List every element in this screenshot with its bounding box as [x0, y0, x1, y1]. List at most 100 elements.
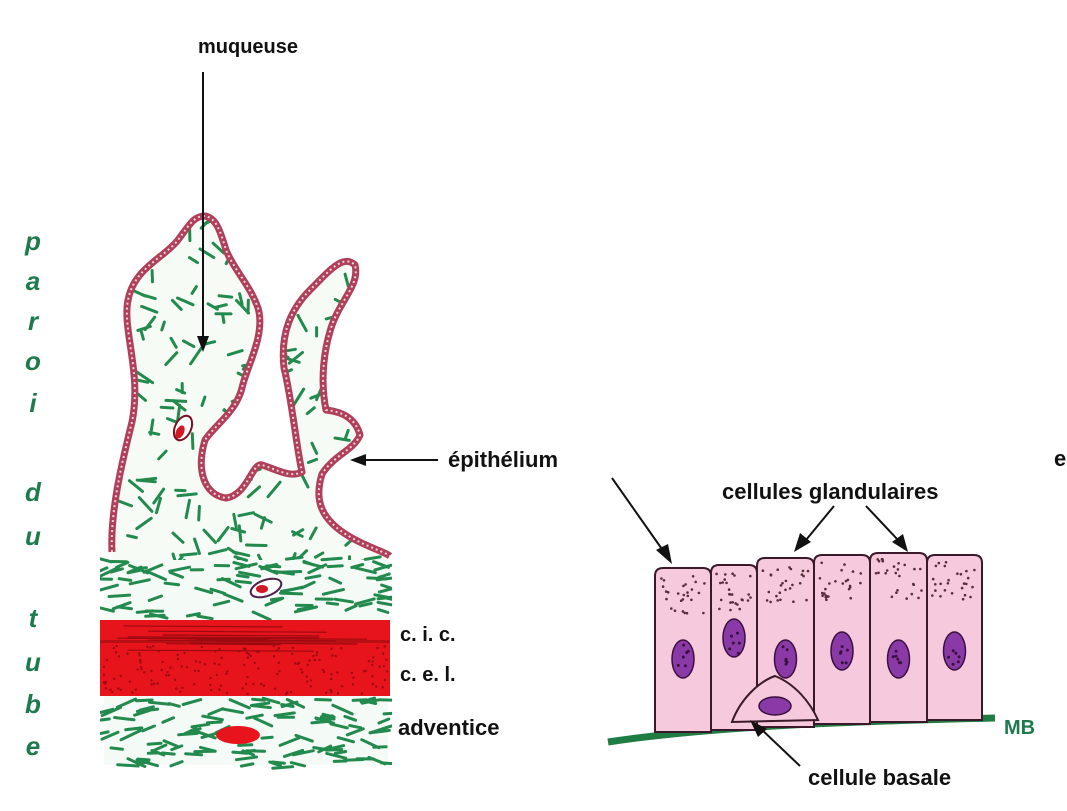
chromatin — [845, 648, 849, 652]
fiber — [211, 241, 226, 255]
fiber — [221, 313, 226, 324]
muscle-dot — [331, 654, 334, 657]
fiber — [142, 563, 164, 574]
fiber — [344, 604, 358, 612]
muscle-dot — [180, 665, 183, 668]
secretion-granule — [798, 582, 802, 585]
muscle-dot — [197, 669, 200, 673]
fiber — [284, 555, 304, 561]
secretion-granule — [841, 582, 845, 585]
secretion-granule — [939, 582, 942, 586]
secretion-granule — [697, 591, 701, 595]
fiber — [217, 294, 234, 299]
chromatin — [840, 645, 844, 649]
muscle-dot — [315, 653, 318, 657]
fiber — [119, 729, 142, 742]
secretion-granule — [731, 601, 734, 604]
muscle-dot — [294, 662, 297, 665]
muscle-dot — [291, 646, 294, 649]
fiber — [287, 257, 293, 280]
fiber — [117, 577, 133, 582]
muscle-dot — [272, 655, 276, 658]
title-letter: t — [29, 603, 39, 633]
fiber — [345, 727, 365, 737]
muscle-dot — [179, 690, 182, 693]
muscle-dot — [316, 651, 319, 654]
fiber — [169, 336, 178, 349]
muscle-dot — [383, 645, 386, 648]
muscle-separation — [100, 640, 390, 643]
muscle-dot — [350, 671, 353, 674]
secretion-granule — [686, 591, 689, 594]
fiber — [141, 724, 156, 733]
secretion-granule — [973, 568, 976, 572]
secretion-granule — [849, 596, 852, 600]
muscle-dot — [382, 652, 385, 655]
fiber — [376, 216, 386, 223]
secretion-granule — [898, 574, 901, 578]
fiber — [269, 596, 285, 602]
fiber — [366, 501, 371, 514]
muscle-dot — [149, 646, 152, 649]
muscle-dot — [165, 674, 168, 677]
muscle-dot — [105, 658, 109, 662]
chromatin — [840, 661, 844, 665]
muscle-dot — [169, 666, 172, 669]
fiber — [378, 698, 392, 702]
muscle-dot — [296, 662, 299, 666]
secretion-granule — [934, 589, 937, 592]
fiber — [369, 352, 378, 373]
label-cellules-glandulaires: cellules glandulaires — [722, 479, 938, 504]
muscle-dot — [243, 663, 246, 667]
fiber — [286, 449, 298, 459]
secretion-granule — [776, 599, 779, 602]
secretion-granule — [848, 584, 852, 588]
fiber — [176, 296, 195, 307]
fiber — [343, 477, 348, 495]
muscle-dot — [260, 682, 263, 686]
secretion-granule — [877, 559, 881, 563]
muscle-dot — [306, 663, 309, 667]
secretion-granule — [877, 571, 880, 575]
fiber — [354, 225, 371, 239]
secretion-granule — [825, 595, 829, 598]
secretion-granule — [880, 557, 884, 561]
secretion-granule — [694, 580, 697, 584]
secretion-granule — [896, 589, 899, 592]
fiber — [164, 351, 179, 367]
fiber — [373, 563, 392, 572]
secretion-granule — [736, 603, 739, 606]
muscle-dot — [140, 665, 143, 669]
fiber — [160, 751, 176, 756]
muscle-dot — [218, 688, 221, 691]
fiber — [118, 356, 129, 375]
fiber — [343, 714, 358, 722]
muscle-dot — [312, 654, 315, 658]
secretion-granule — [741, 598, 744, 602]
fiber — [231, 411, 241, 420]
muscle-dot — [322, 670, 326, 674]
fiber — [115, 697, 138, 709]
fiber — [230, 527, 247, 534]
epithelium-inner-line — [110, 214, 391, 557]
fiber — [325, 601, 340, 606]
fiber — [222, 592, 244, 603]
fiber — [238, 570, 262, 578]
secretion-granule — [821, 594, 824, 597]
secretion-granule — [966, 576, 970, 580]
muscle-dot — [166, 670, 169, 674]
fiber — [202, 528, 217, 544]
muscle-dot — [330, 647, 333, 650]
fiber — [376, 485, 385, 497]
muscle-dot — [273, 687, 277, 690]
secretion-granule — [731, 572, 734, 575]
fiber — [326, 564, 344, 569]
fiber — [205, 720, 223, 725]
secretion-granule — [965, 582, 968, 586]
fiber — [351, 698, 368, 702]
left-arrows — [197, 72, 438, 466]
muscle-dot — [278, 669, 281, 673]
muscle-dot — [219, 684, 222, 687]
fiber — [129, 261, 138, 274]
